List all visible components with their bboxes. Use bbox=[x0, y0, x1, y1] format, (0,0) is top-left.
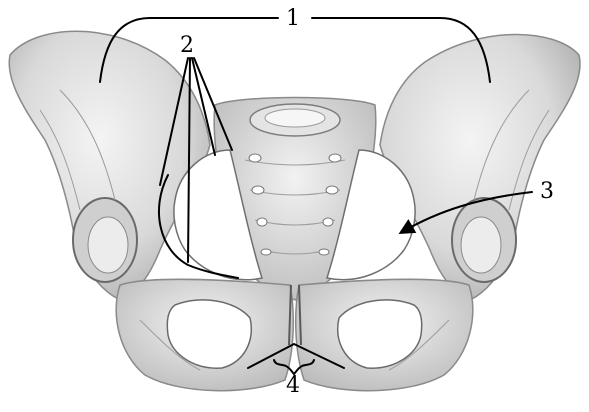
label-4: 4 bbox=[286, 373, 300, 398]
label-2: 2 bbox=[180, 33, 194, 58]
label-3: 3 bbox=[540, 179, 554, 204]
label-1: 1 bbox=[286, 6, 300, 31]
